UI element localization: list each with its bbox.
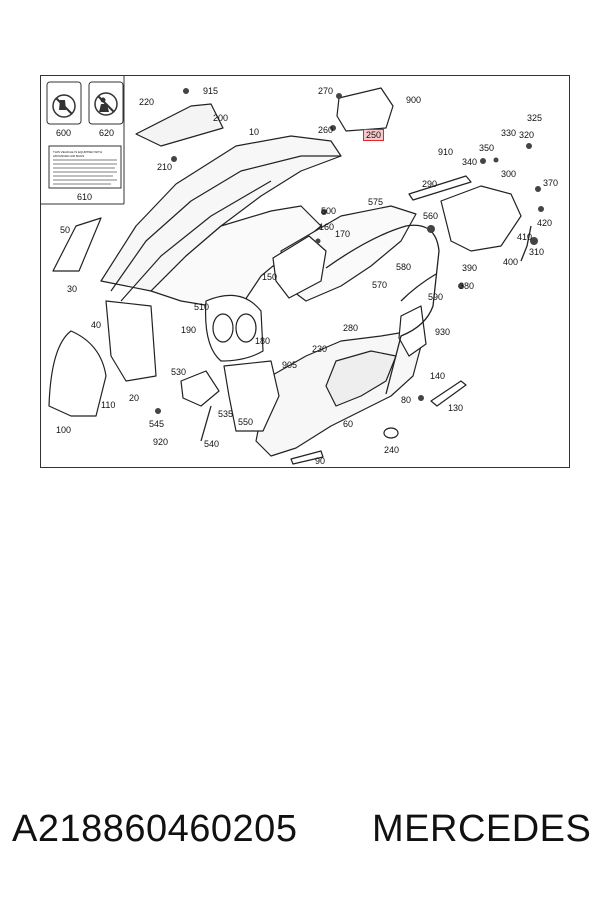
label-600: 600 [56,128,72,138]
label-180: 180 [255,336,271,346]
no-child-seat-icon [52,94,76,118]
label-410: 410 [517,232,533,242]
label-570: 570 [372,280,388,290]
label-930: 930 [435,327,451,337]
label-100: 100 [56,425,72,435]
label-10: 10 [249,127,260,137]
label-420: 420 [537,218,553,228]
label-260: 260 [318,125,334,135]
label-400: 400 [503,257,519,267]
label-140: 140 [430,371,446,381]
label-170: 170 [335,229,351,239]
label-545: 545 [149,419,165,429]
label-280: 280 [343,323,359,333]
label-230: 230 [312,344,328,354]
label-300: 300 [501,169,517,179]
label-50: 50 [60,225,71,235]
label-200: 200 [213,113,229,123]
label-920: 920 [153,437,169,447]
label-250-highlighted[interactable]: 250 [363,129,385,141]
brand-name: MERCEDES [372,808,592,850]
label-40: 40 [91,320,102,330]
label-190: 190 [181,325,197,335]
label-310: 310 [529,247,545,257]
label-240: 240 [384,445,400,455]
part-number: A218860460205 [12,808,298,850]
label-150: 150 [262,272,278,282]
label-500: 500 [321,206,337,216]
label-60: 60 [343,419,354,429]
label-900: 900 [406,95,422,105]
label-540: 540 [204,439,220,449]
label-270: 270 [318,86,334,96]
label-530: 530 [171,367,187,377]
label-560: 560 [423,211,439,221]
label-80: 80 [401,395,412,405]
label-390: 390 [462,263,478,273]
parts-diagram: THIS VEHICLE IS EQUIPPED WITH ADVANCED A… [40,75,570,468]
label-620: 620 [99,128,115,138]
label-910: 910 [438,147,454,157]
label-20: 20 [129,393,140,403]
label-350: 350 [479,143,495,153]
label-290: 290 [422,179,438,189]
label-380: 380 [459,281,475,291]
label-210: 210 [157,162,173,172]
diagram-drawing [41,76,544,465]
label-160: 160 [319,222,335,232]
label-110: 110 [101,400,116,410]
label-325: 325 [527,113,543,123]
label-550: 550 [238,417,254,427]
label-610: 610 [77,192,93,202]
label-320: 320 [519,130,535,140]
label-220: 220 [139,97,155,107]
label-905: 905 [282,360,298,370]
label-370: 370 [543,178,559,188]
label-580: 580 [396,262,412,272]
label-510: 510 [194,302,210,312]
label-90: 90 [315,456,326,466]
label-340: 340 [462,157,478,167]
warning-card-title: THIS VEHICLE IS EQUIPPED WITH ADVANCED A… [53,150,103,158]
label-30: 30 [67,284,78,294]
label-330: 330 [501,128,517,138]
label-535: 535 [218,409,234,419]
label-915: 915 [203,86,219,96]
airbag-warning-icon [94,92,118,116]
label-575: 575 [368,197,384,207]
label-130: 130 [448,403,464,413]
label-590: 590 [428,292,444,302]
